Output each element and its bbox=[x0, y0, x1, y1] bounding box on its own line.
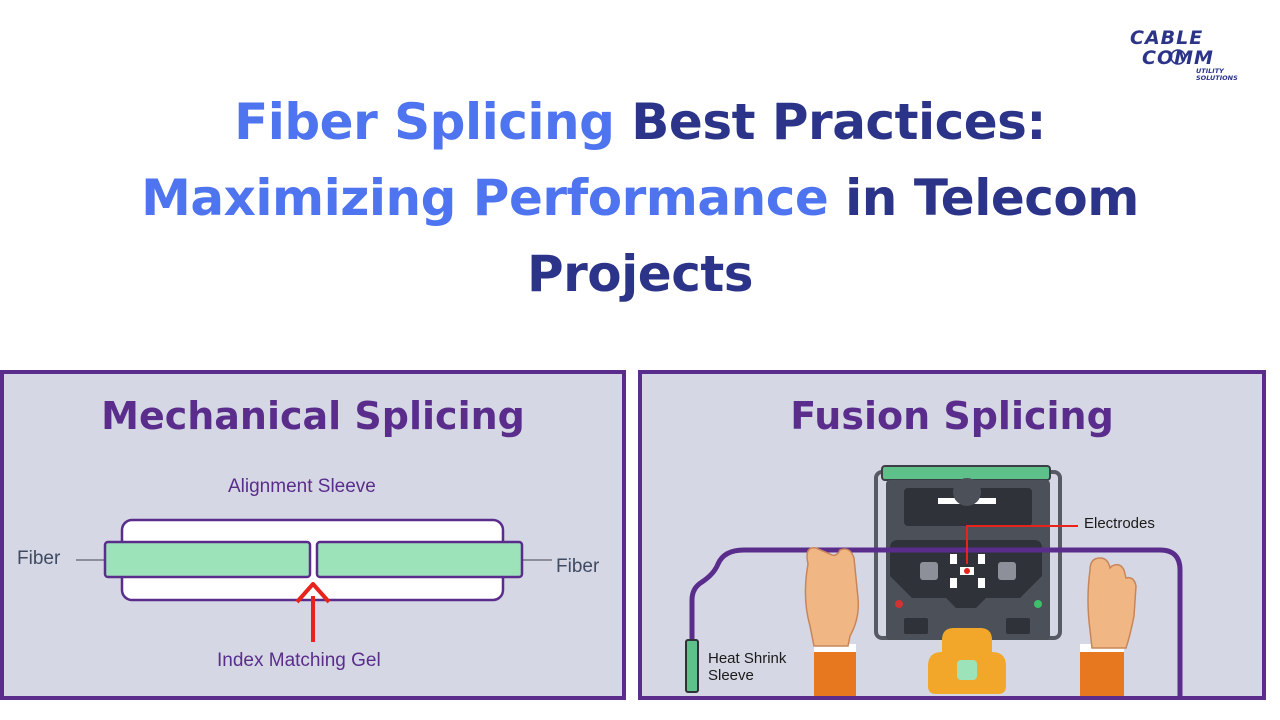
fiber-left-label: Fiber bbox=[17, 548, 61, 569]
fusion-splicing-diagram bbox=[685, 465, 1183, 696]
mechanical-splicing-panel: Mechanical Splicing Alignment Sleeve Fib… bbox=[0, 370, 626, 700]
fiber-cable bbox=[689, 547, 1183, 696]
electrodes-pointer bbox=[966, 525, 1078, 564]
title-highlight-2: Maximizing Performance bbox=[141, 169, 829, 227]
electrodes-label: Electrodes bbox=[1084, 515, 1155, 532]
logo-text-solutions: SOLUTIONS bbox=[1196, 74, 1238, 82]
electrode-block-2 bbox=[978, 554, 985, 564]
page-title: Fiber Splicing Best Practices: Maximizin… bbox=[0, 84, 1280, 312]
electrode-point bbox=[964, 568, 970, 574]
splicer-upper-slot bbox=[904, 488, 1032, 526]
fiber-left bbox=[103, 540, 312, 579]
left-hand-icon bbox=[804, 547, 860, 696]
title-rest-1: Best Practices: bbox=[614, 93, 1046, 151]
logo-globe-icon bbox=[1170, 49, 1186, 65]
splicer-knob bbox=[953, 478, 981, 506]
fusion-splicing-panel: Fusion Splicing bbox=[638, 370, 1266, 700]
mechanical-splicing-diagram bbox=[76, 518, 552, 642]
title-highlight-1: Fiber Splicing bbox=[234, 93, 615, 151]
logo-text-utility: UTILITY bbox=[1196, 67, 1225, 75]
index-matching-gel-label: Index Matching Gel bbox=[217, 650, 381, 671]
splicer-green-button bbox=[1034, 600, 1042, 608]
title-line-3: Projects bbox=[526, 245, 754, 303]
splicer-red-button bbox=[895, 600, 903, 608]
electrode-block-3 bbox=[950, 578, 957, 588]
fusion-splicing-title: Fusion Splicing bbox=[790, 394, 1114, 438]
electrode-block-1 bbox=[950, 554, 957, 564]
heat-shrink-sleeve bbox=[685, 639, 699, 693]
splicer-pad-right bbox=[1006, 618, 1030, 634]
fiber-right bbox=[315, 540, 524, 579]
right-hand-icon bbox=[1080, 557, 1137, 696]
fiber-right-label: Fiber bbox=[556, 556, 600, 577]
heat-shrink-line-1: Heat Shrink bbox=[708, 650, 787, 667]
cablecomm-logo: CABLE COMM UTILITY SOLUTIONS bbox=[1130, 27, 1238, 82]
mechanical-splicing-title: Mechanical Splicing bbox=[101, 394, 525, 438]
clamp-left bbox=[920, 562, 938, 580]
heat-shrink-line-2: Sleeve bbox=[708, 667, 754, 684]
logo-text-comm: COMM bbox=[1142, 47, 1214, 69]
splicer-lid bbox=[881, 465, 1051, 481]
logo-text-cable: CABLE bbox=[1130, 27, 1203, 49]
clamp-right bbox=[998, 562, 1016, 580]
title-line-2: Maximizing Performance in Telecom bbox=[0, 160, 1280, 236]
gel-arrow-head bbox=[295, 582, 331, 604]
electrode-block-4 bbox=[978, 578, 985, 588]
heat-shrink-sleeve-label: Heat Shrink Sleeve bbox=[708, 650, 786, 684]
splicer-handle-window bbox=[957, 660, 977, 680]
alignment-sleeve-label: Alignment Sleeve bbox=[228, 476, 376, 497]
title-rest-2: in Telecom bbox=[828, 169, 1139, 227]
title-line-1: Fiber Splicing Best Practices: bbox=[0, 84, 1280, 160]
splicer-pad-left bbox=[904, 618, 928, 634]
